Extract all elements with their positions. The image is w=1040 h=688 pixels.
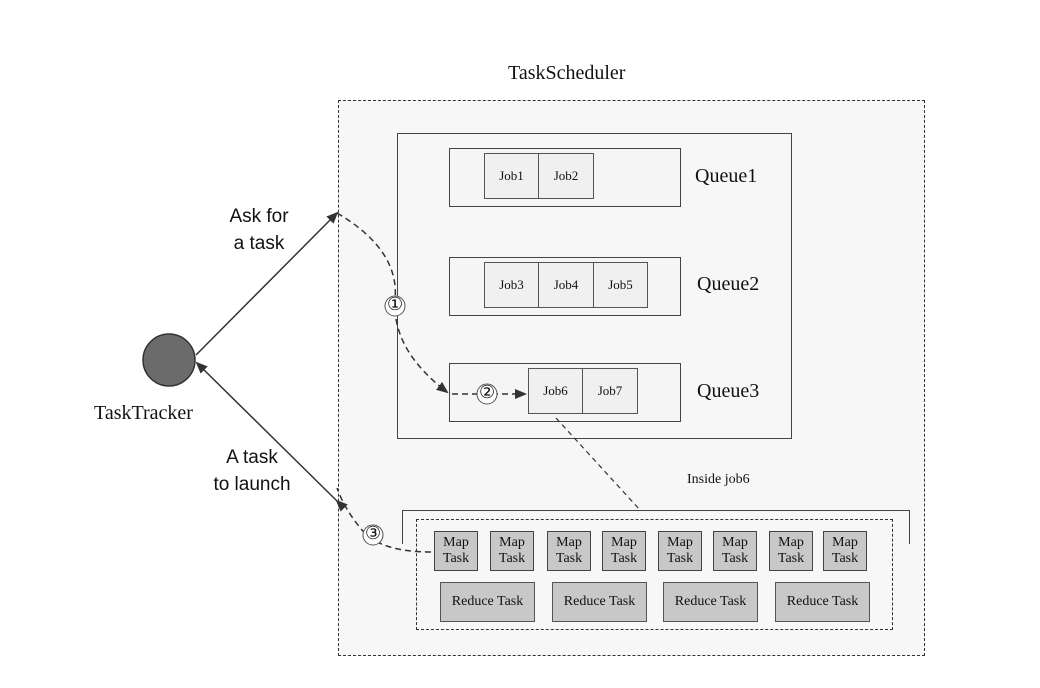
queue3-bar: Job6 Job7 — [449, 363, 681, 422]
step1-label: ① — [387, 294, 404, 314]
job6-link — [555, 417, 641, 511]
queue3-label: Queue3 — [697, 380, 760, 402]
tasktracker-label: TaskTracker — [94, 402, 193, 424]
step2-label: ② — [479, 382, 496, 402]
queue1-bar: Job1 Job2 — [449, 148, 681, 207]
queue1-label: Queue1 — [695, 165, 758, 187]
reduce-task: Reduce Task — [440, 582, 535, 622]
queue2-bar: Job3 Job4 Job5 — [449, 257, 681, 316]
request-label: Ask for a task — [214, 203, 304, 257]
response-label: A task to launch — [207, 444, 297, 498]
queue2-label: Queue2 — [697, 273, 760, 295]
job-cell: Job4 — [538, 262, 594, 308]
step3-path — [336, 487, 432, 553]
job6-bracket — [402, 510, 910, 544]
diagram-title: TaskScheduler — [508, 62, 626, 84]
reduce-task: Reduce Task — [775, 582, 870, 622]
reduce-task: Reduce Task — [663, 582, 758, 622]
job-cell: Job2 — [538, 153, 594, 199]
response-label-line2: to launch — [213, 474, 291, 495]
job-cell: Job5 — [593, 262, 648, 308]
step1-circle — [384, 295, 406, 317]
step3-label: ③ — [365, 523, 382, 543]
step3-circle — [362, 524, 384, 546]
job-cell: Job3 — [484, 262, 539, 308]
response-arrow — [195, 361, 348, 512]
inside-job-label: Inside job6 — [687, 472, 750, 487]
request-label-line2: a task — [233, 233, 285, 254]
tasktracker-node — [142, 333, 196, 387]
reduce-task: Reduce Task — [552, 582, 647, 622]
job-cell: Job7 — [582, 368, 638, 414]
request-label-line1: Ask for — [229, 206, 289, 227]
response-label-line1: A task — [226, 447, 278, 468]
request-arrow — [195, 211, 339, 356]
step2-circle — [476, 383, 498, 405]
